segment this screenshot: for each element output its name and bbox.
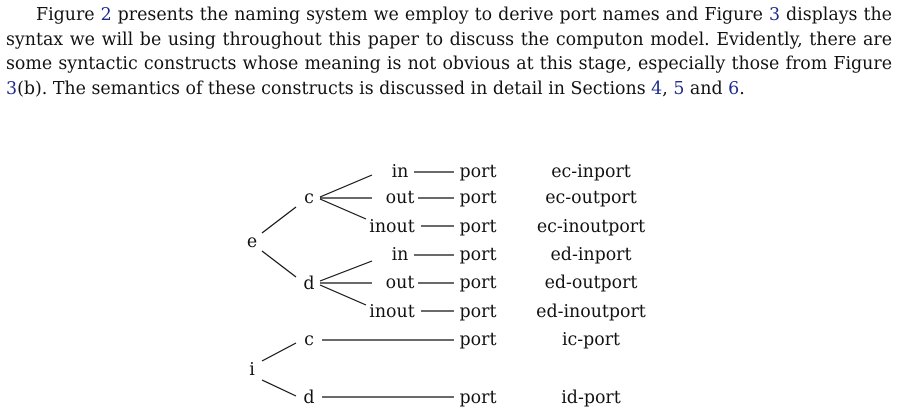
leaf-type: port xyxy=(460,188,497,208)
text-segment: . xyxy=(739,78,745,99)
port-name: id-port xyxy=(561,388,620,408)
tree-edge xyxy=(261,342,297,362)
port-name: ec-inport xyxy=(551,162,631,182)
port-name: ed-inoutport xyxy=(536,302,646,322)
text-segment: displays the syntax we will be using thr… xyxy=(6,5,892,75)
tree-edge xyxy=(319,174,373,198)
tree-node-id: d xyxy=(303,388,314,408)
leaf-type: port xyxy=(460,388,497,408)
leaf-kind: out xyxy=(386,188,415,208)
port-name: ec-inoutport xyxy=(537,217,645,237)
section-6-link[interactable]: 6 xyxy=(728,78,740,99)
port-name: ed-outport xyxy=(545,273,638,293)
leaf-type: port xyxy=(460,302,497,322)
port-name: ed-inport xyxy=(551,245,632,265)
text-segment: , xyxy=(662,78,674,99)
leaf-type: port xyxy=(460,330,497,350)
tree-edge xyxy=(319,284,367,306)
leaf-kind: inout xyxy=(369,217,414,237)
text-segment: Figure xyxy=(36,5,101,25)
tree-edge xyxy=(261,206,297,234)
tree-edge xyxy=(319,198,367,220)
tree-node-ec: c xyxy=(304,188,314,208)
tree-node-i: i xyxy=(249,360,255,380)
figure-2-link[interactable]: 2 xyxy=(100,5,112,25)
text-segment: and xyxy=(684,78,729,99)
leaf-kind: out xyxy=(386,273,415,293)
leaf-kind: in xyxy=(392,245,409,265)
port-name: ec-outport xyxy=(545,188,636,208)
leaf-type: port xyxy=(460,273,497,293)
tree-node-e: e xyxy=(247,232,257,252)
leaf-type: port xyxy=(460,245,497,265)
tree-edge xyxy=(261,379,297,397)
body-paragraph: Figure 2 presents the naming system we e… xyxy=(6,3,892,101)
text-segment: presents the naming system we employ to … xyxy=(111,5,769,25)
figure-3-link[interactable]: 3 xyxy=(768,5,781,25)
tree-edge xyxy=(261,250,297,278)
figure-3b-link[interactable]: 3 xyxy=(6,78,18,99)
leaf-type: port xyxy=(460,217,497,237)
tree-edge xyxy=(319,260,373,282)
port-name: ic-port xyxy=(562,330,620,350)
leaf-type: port xyxy=(460,162,497,182)
section-5-link[interactable]: 5 xyxy=(673,78,685,99)
tree-node-ic: c xyxy=(304,330,314,350)
section-4-link[interactable]: 4 xyxy=(651,78,663,99)
leaf-kind: inout xyxy=(369,302,414,322)
tree-node-ed: d xyxy=(303,274,314,294)
leaf-kind: in xyxy=(392,162,409,182)
text-segment: (b). The semantics of these constructs i… xyxy=(17,78,652,99)
